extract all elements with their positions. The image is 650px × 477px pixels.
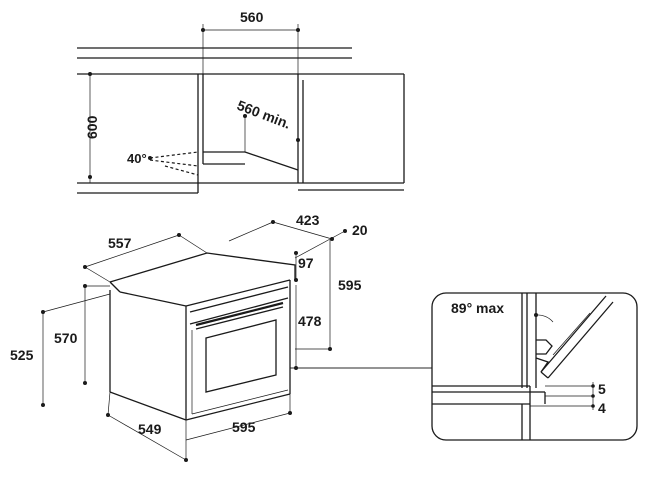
door-gap-detail-view: 89° max 5 4 — [290, 292, 638, 441]
front-height-label: 595 — [338, 277, 362, 293]
cabinet-niche-view: 560 600 560 min. 40° — [77, 9, 405, 194]
niche-width-label: 560 — [240, 9, 264, 25]
left-height-label: 525 — [10, 347, 34, 363]
top-depth-label: 557 — [108, 235, 132, 251]
niche-height-label: 600 — [84, 115, 100, 139]
max-angle-label: 89° max — [451, 300, 504, 316]
corner-offset-label: 20 — [352, 222, 368, 238]
vent-angle-label: 40° — [127, 151, 147, 166]
door-height-label: 478 — [298, 313, 322, 329]
side-height-label: 570 — [54, 330, 78, 346]
gap-label-5: 5 — [598, 381, 606, 397]
gap-label-4: 4 — [598, 400, 606, 416]
bottom-width-label: 595 — [232, 419, 256, 435]
oven-perspective-view: 557 423 20 595 97 478 570 — [10, 212, 432, 462]
bottom-depth-label: 549 — [138, 421, 162, 437]
control-panel-height-label: 97 — [298, 255, 314, 271]
niche-depth-label: 560 min. — [235, 97, 293, 132]
top-right-depth-label: 423 — [296, 212, 320, 228]
